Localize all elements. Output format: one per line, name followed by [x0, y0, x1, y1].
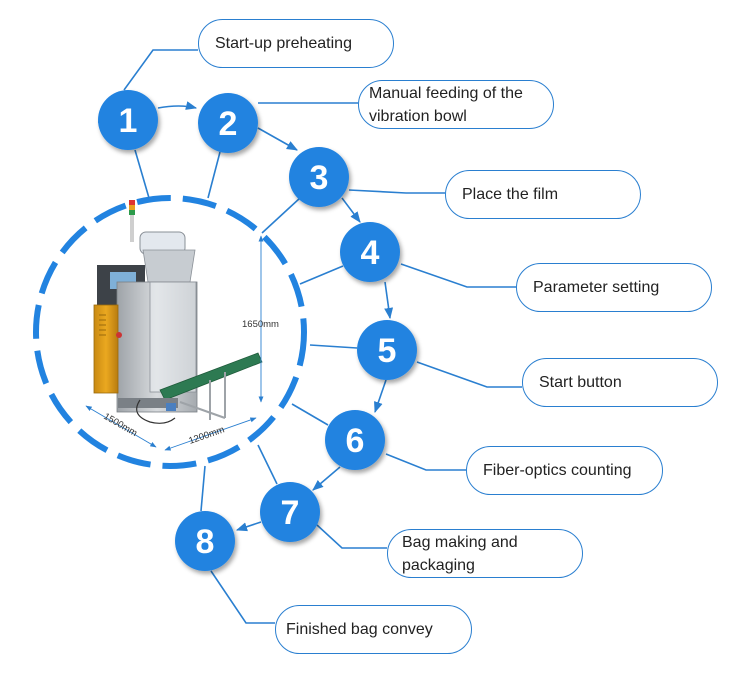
machine-ring — [33, 195, 307, 469]
svg-text:3: 3 — [310, 159, 329, 197]
step-label-5-text: Start button — [539, 374, 622, 391]
svg-text:5: 5 — [378, 332, 397, 370]
step-circle-3: 3 — [289, 147, 349, 207]
step-circle-6: 6 — [325, 410, 385, 470]
dimension-width-label: 1200mm — [187, 424, 226, 446]
dimension-depth-label: 1500mm — [102, 411, 140, 439]
flow-arrows — [157, 101, 394, 532]
step-circle-7: 7 — [260, 482, 320, 542]
step-label-6-text: Fiber-optics counting — [483, 462, 632, 479]
step-label-2: Manual feeding of the vibration bowl — [358, 80, 554, 129]
label-connectors — [123, 49, 522, 624]
step-label-3: Place the film — [445, 170, 641, 219]
step-label-4-text: Parameter setting — [533, 279, 660, 296]
dimension-height-label: 1650mm — [242, 319, 279, 330]
svg-text:1: 1 — [119, 102, 138, 140]
svg-text:6: 6 — [346, 422, 365, 460]
step-label-1-text: Start-up preheating — [215, 35, 352, 52]
step-label-8: Finished bag convey — [275, 605, 472, 654]
step-label-3-text: Place the film — [462, 186, 559, 203]
packaging-machine-image — [93, 200, 263, 424]
dimension-height: 1650mm — [242, 235, 279, 403]
step-label-1: Start-up preheating — [198, 19, 394, 68]
step-circle-8: 8 — [175, 511, 235, 571]
svg-text:7: 7 — [281, 494, 300, 532]
step-circle-2: 2 — [198, 93, 258, 153]
step-label-5: Start button — [522, 358, 718, 407]
svg-text:8: 8 — [196, 523, 215, 561]
step-label-7: Bag making and packaging — [387, 529, 583, 578]
step-label-6: Fiber-optics counting — [466, 446, 663, 495]
step-circle-5: 5 — [357, 320, 417, 380]
step-label-2-line-2: vibration bowl — [369, 107, 467, 125]
step-circle-1: 1 — [98, 90, 158, 150]
step-label-2-line-1: Manual feeding of the — [369, 84, 523, 102]
ring-connectors — [98, 121, 358, 512]
step-circle-4: 4 — [340, 222, 400, 282]
svg-text:4: 4 — [361, 234, 380, 272]
svg-text:2: 2 — [219, 105, 238, 143]
step-label-7-line-2: packaging — [402, 556, 475, 574]
step-label-8-text: Finished bag convey — [286, 621, 433, 638]
dimension-width: 1200mm — [164, 417, 257, 451]
step-label-4: Parameter setting — [516, 263, 712, 312]
step-label-7-line-1: Bag making and — [402, 533, 518, 551]
